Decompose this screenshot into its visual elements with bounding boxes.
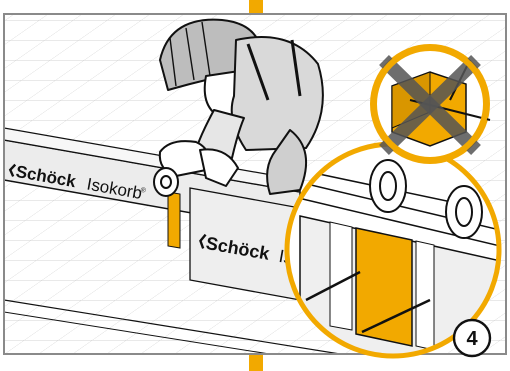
bottom-orange-marker: [249, 353, 263, 371]
step-badge: 4: [454, 320, 490, 356]
cross-out-icon: [370, 44, 490, 164]
step-number: 4: [466, 328, 478, 350]
insulation-strip: [168, 192, 180, 248]
top-orange-marker: [249, 0, 263, 15]
tape-roll-icon: [154, 168, 178, 196]
